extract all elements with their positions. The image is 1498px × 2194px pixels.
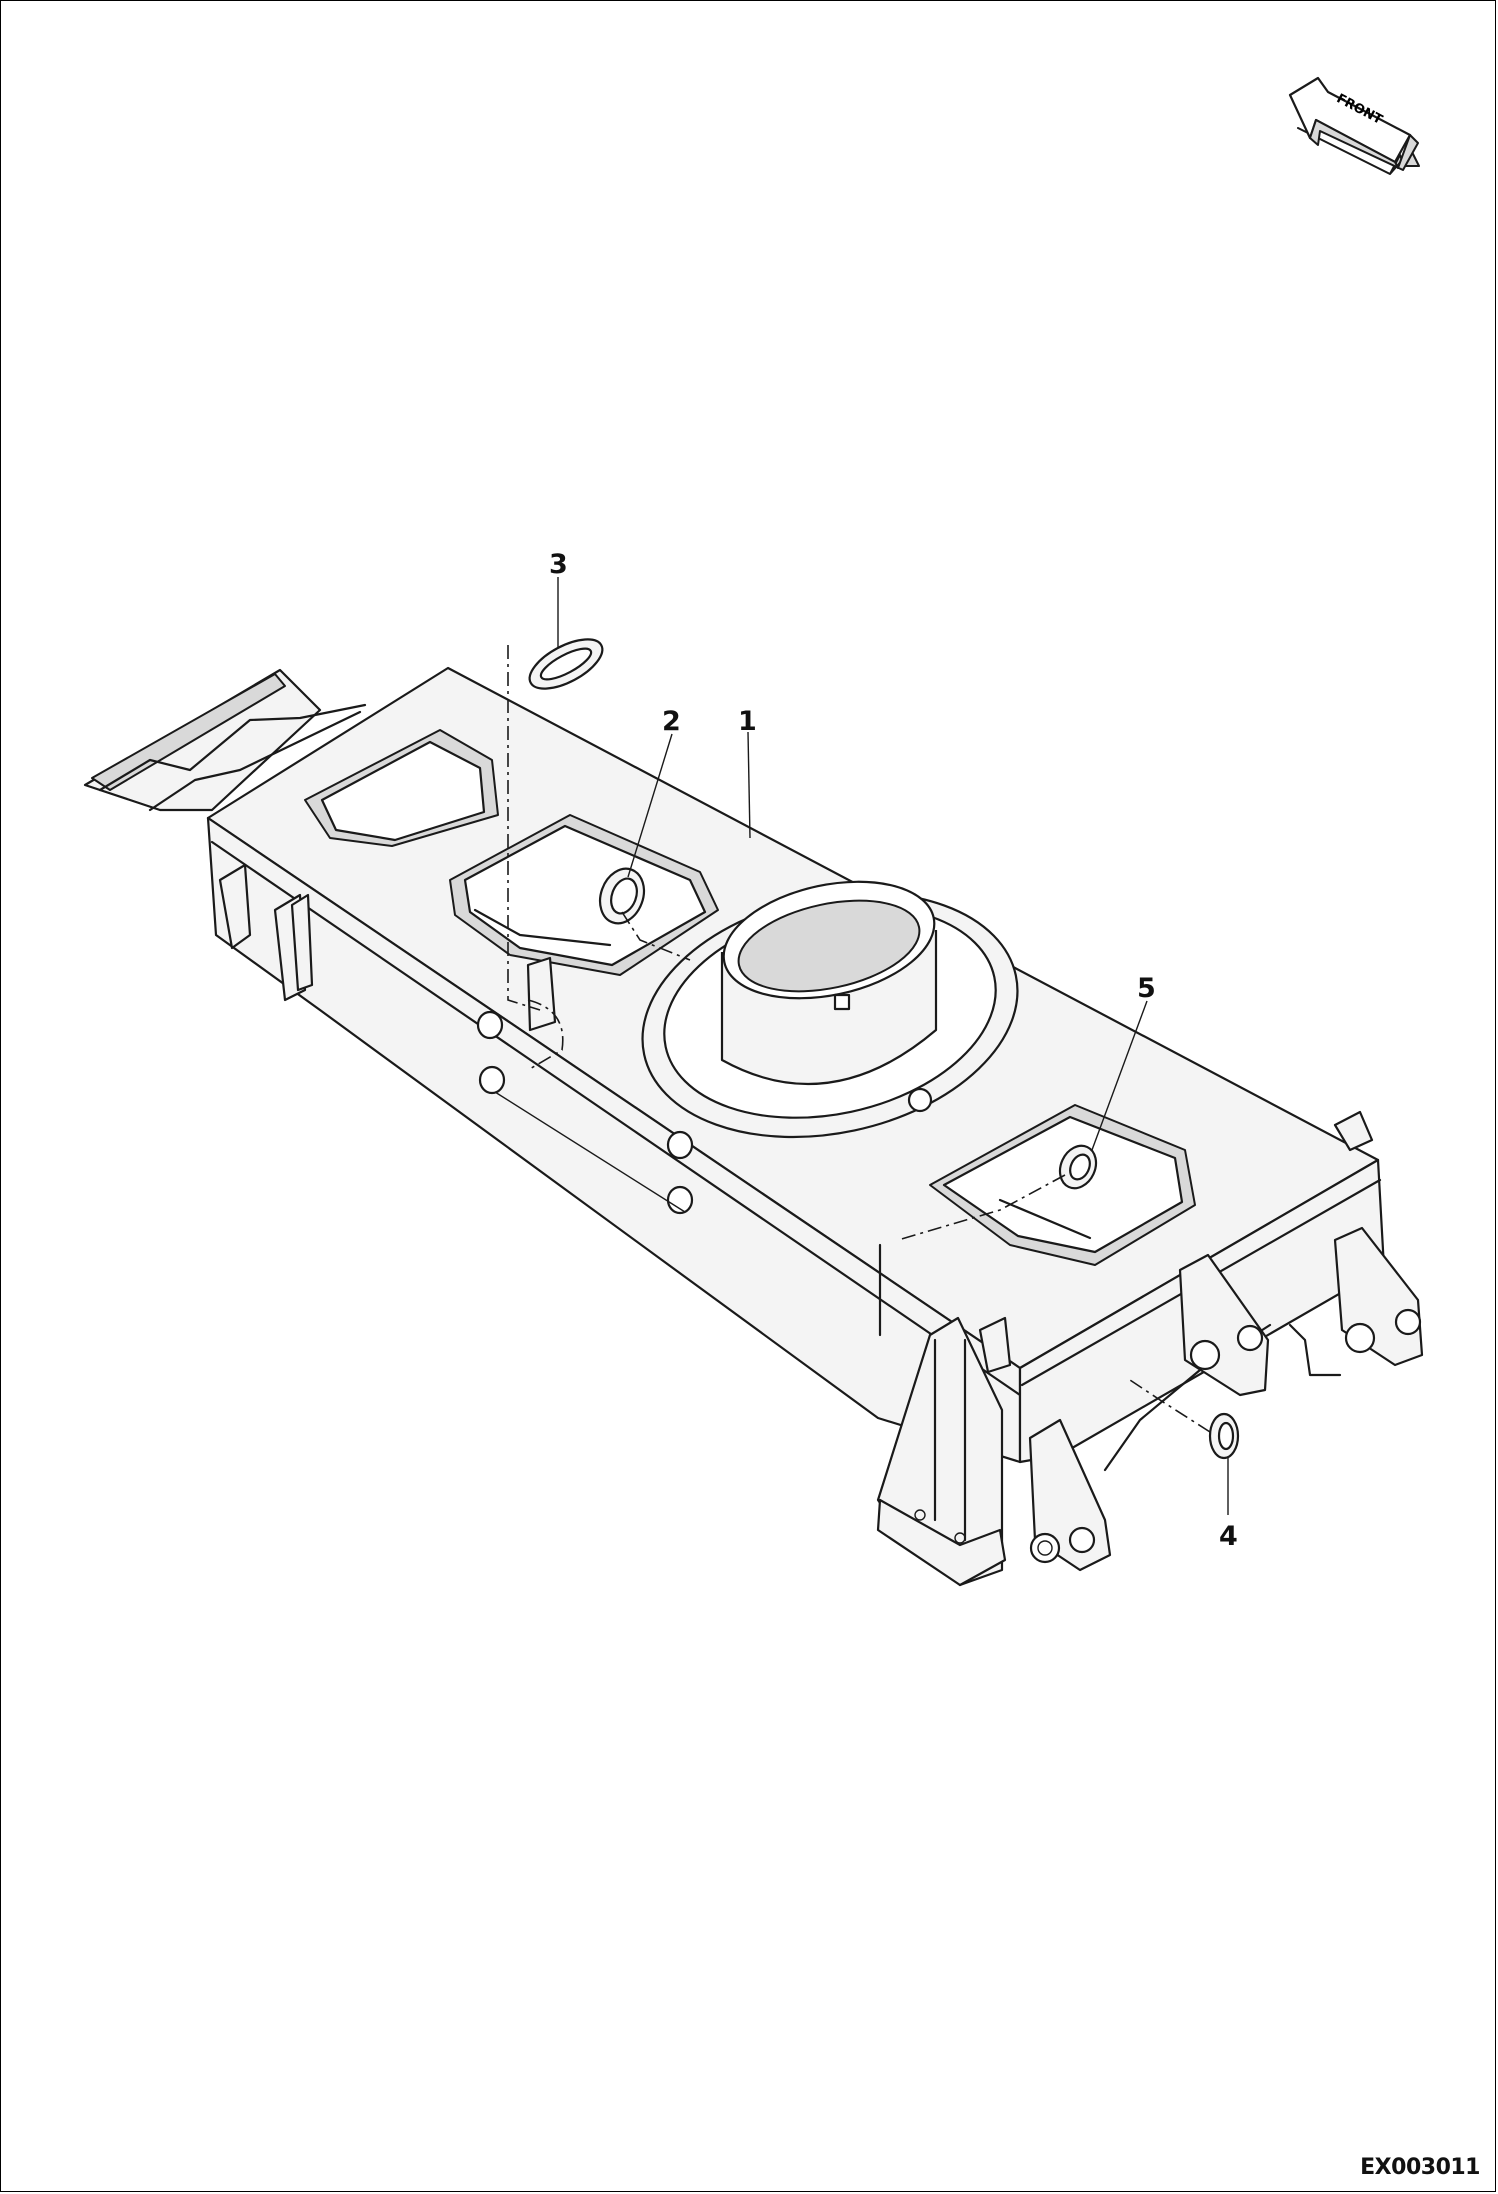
- figure-id: EX003011: [1360, 2155, 1480, 2180]
- install-line-2: [621, 911, 691, 961]
- install-line-4: [1129, 1379, 1211, 1433]
- install-line-5: [897, 1174, 1066, 1241]
- grommet-part-5: [1058, 1144, 1098, 1190]
- callout-1: 1: [738, 706, 757, 737]
- leader-2: [627, 733, 673, 878]
- grommet-part-2: [598, 867, 646, 925]
- front-arrow-icon: FRONT: [1288, 76, 1420, 175]
- grommet-part-3: [528, 638, 604, 690]
- callout-3: 3: [549, 549, 568, 580]
- callout-5: 5: [1137, 973, 1156, 1004]
- install-line-3: [507, 645, 541, 1011]
- leader-5: [1091, 1000, 1148, 1151]
- grommet-part-4: [1208, 1412, 1240, 1460]
- callout-2: 2: [662, 706, 681, 737]
- leader-1: [747, 731, 751, 839]
- callout-4: 4: [1219, 1521, 1238, 1552]
- lower-frame-assembly: [83, 666, 1424, 1587]
